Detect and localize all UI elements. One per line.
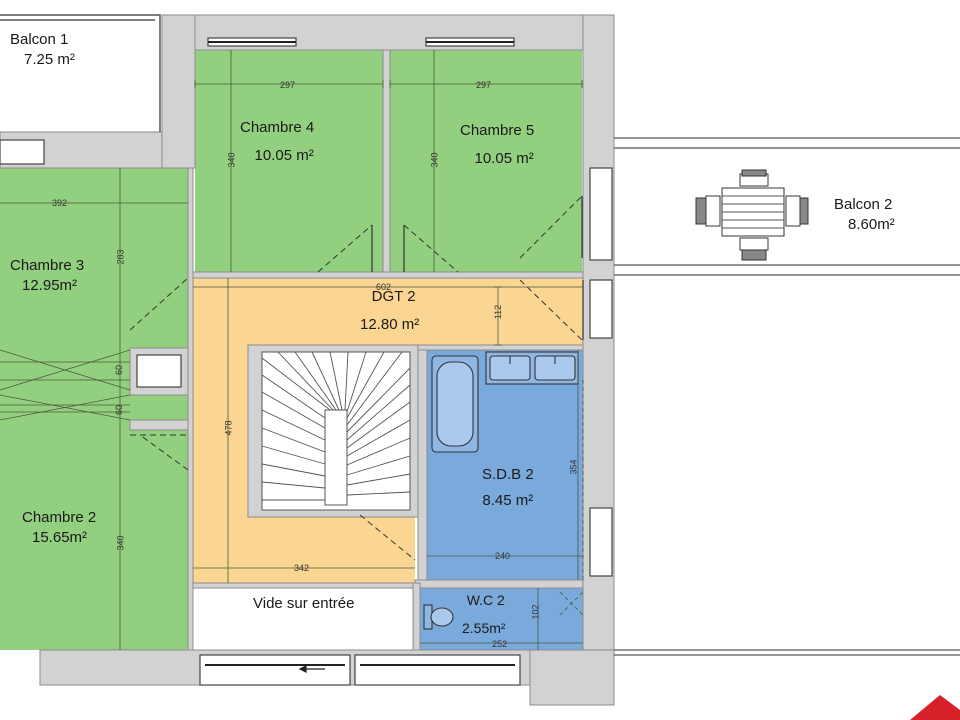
dimension-lines bbox=[0, 50, 584, 650]
wall-bedrooms-bottom bbox=[187, 271, 584, 279]
room-label-chambre3: Chambre 3 12.95m² bbox=[10, 256, 84, 296]
balcon2-outline bbox=[614, 137, 960, 656]
room-name: S.D.B 2 bbox=[482, 466, 534, 483]
room-label-chambre4: Chambre 4 10.05 m² bbox=[240, 118, 314, 166]
floor-chambre2-ext bbox=[120, 395, 188, 650]
window-bottom bbox=[199, 654, 351, 686]
wall-corridor-block2 bbox=[129, 419, 189, 431]
dim-dgt-height: 478 bbox=[223, 420, 234, 436]
dim-ch3-width: 392 bbox=[52, 198, 68, 208]
dim-sdb-height: 354 bbox=[568, 459, 579, 475]
floor-dgt2 bbox=[193, 278, 583, 348]
window-right-mid bbox=[589, 279, 613, 339]
window-bottom2 bbox=[354, 654, 521, 686]
room-label-vide: Vide sur entrée bbox=[253, 594, 354, 614]
wall-left-upper bbox=[161, 14, 196, 169]
window-right-upper bbox=[589, 167, 613, 261]
room-name: Balcon 1 bbox=[10, 31, 69, 48]
floor-chambre4 bbox=[195, 50, 383, 272]
logo-icon bbox=[910, 695, 960, 720]
room-label-balcon2: Balcon 2 8.60m² bbox=[834, 195, 895, 235]
room-area: 15.65m² bbox=[32, 529, 88, 546]
staircase bbox=[261, 351, 411, 511]
room-name: Balcon 2 bbox=[834, 196, 893, 213]
room-area: 10.05 m² bbox=[254, 147, 314, 164]
dim-dgt-bottom: 342 bbox=[294, 563, 310, 573]
room-label-balcon1: Balcon 1 7.25 m² bbox=[10, 30, 75, 70]
room-area: 8.60m² bbox=[848, 216, 895, 233]
floor-corridor-left bbox=[0, 350, 130, 420]
room-label-chambre2: Chambre 2 15.65m² bbox=[22, 508, 96, 548]
dim-ch2-height: 340 bbox=[115, 535, 126, 551]
window-right-sdb bbox=[589, 507, 613, 577]
window-balcon1 bbox=[0, 139, 45, 165]
window-lines bbox=[205, 41, 515, 666]
room-label-dgt2: DGT 2 12.80 m² bbox=[360, 287, 419, 335]
room-name: W.C 2 bbox=[466, 592, 505, 608]
room-name: Chambre 3 bbox=[10, 257, 85, 274]
room-name: Chambre 4 bbox=[240, 119, 315, 136]
dim-ch4-height: 340 bbox=[226, 152, 237, 168]
wall-sdb-bottom bbox=[414, 579, 584, 589]
room-area: 12.80 m² bbox=[360, 316, 420, 333]
door-leaves bbox=[371, 196, 584, 340]
door-swings bbox=[129, 195, 583, 561]
room-name: Vide sur entrée bbox=[253, 595, 355, 612]
room-label-wc2: W.C 2 2.55m² bbox=[462, 590, 506, 638]
room-name: Chambre 5 bbox=[460, 122, 535, 139]
room-area: 8.45 m² bbox=[482, 492, 534, 509]
room-name: DGT 2 bbox=[371, 288, 416, 305]
floor-chambre5 bbox=[390, 50, 582, 272]
wall-dgt-left bbox=[187, 167, 194, 651]
floor-chambre3 bbox=[0, 168, 188, 350]
wall-vide-right bbox=[412, 582, 421, 651]
dim-dgt-depth: 112 bbox=[493, 304, 504, 320]
dim-wc-width: 252 bbox=[492, 639, 508, 649]
wall-right bbox=[582, 14, 615, 691]
room-area: 2.55m² bbox=[462, 620, 506, 636]
room-label-sdb2: S.D.B 2 8.45 m² bbox=[482, 465, 534, 511]
wall-vide-top bbox=[192, 582, 416, 589]
toilet-icon bbox=[423, 604, 454, 630]
dim-ch4-width: 297 bbox=[280, 80, 296, 90]
room-area: 7.25 m² bbox=[24, 51, 75, 68]
floor-dgt2-bottom bbox=[193, 515, 415, 583]
dim-ch5-height: 340 bbox=[429, 152, 440, 168]
bathtub-icon bbox=[431, 355, 479, 453]
dim-corr-b: 60 bbox=[114, 404, 125, 416]
room-area: 12.95m² bbox=[22, 277, 78, 294]
balcon1-outline bbox=[0, 14, 161, 132]
wall-sdb-top bbox=[417, 344, 584, 351]
dim-ch5-width: 297 bbox=[476, 80, 492, 90]
dim-dgt-width: 602 bbox=[376, 282, 392, 292]
table-chairs-icon bbox=[695, 169, 809, 261]
dim-corr-a: 60 bbox=[114, 364, 125, 376]
room-area: 10.05 m² bbox=[474, 150, 534, 167]
double-sink-icon bbox=[485, 351, 579, 385]
wall-sdb-left bbox=[417, 344, 428, 586]
dim-ch3-height: 283 bbox=[115, 249, 126, 265]
wall-ch4-ch5 bbox=[382, 49, 391, 279]
window-corridor bbox=[136, 354, 182, 388]
dim-wc-height: 102 bbox=[530, 604, 541, 620]
wall-bottom-right bbox=[529, 649, 615, 706]
dim-sdb-width: 240 bbox=[495, 551, 511, 561]
room-label-chambre5: Chambre 5 10.05 m² bbox=[460, 121, 534, 169]
room-name: Chambre 2 bbox=[22, 509, 97, 526]
entrance-arrow bbox=[298, 665, 325, 673]
